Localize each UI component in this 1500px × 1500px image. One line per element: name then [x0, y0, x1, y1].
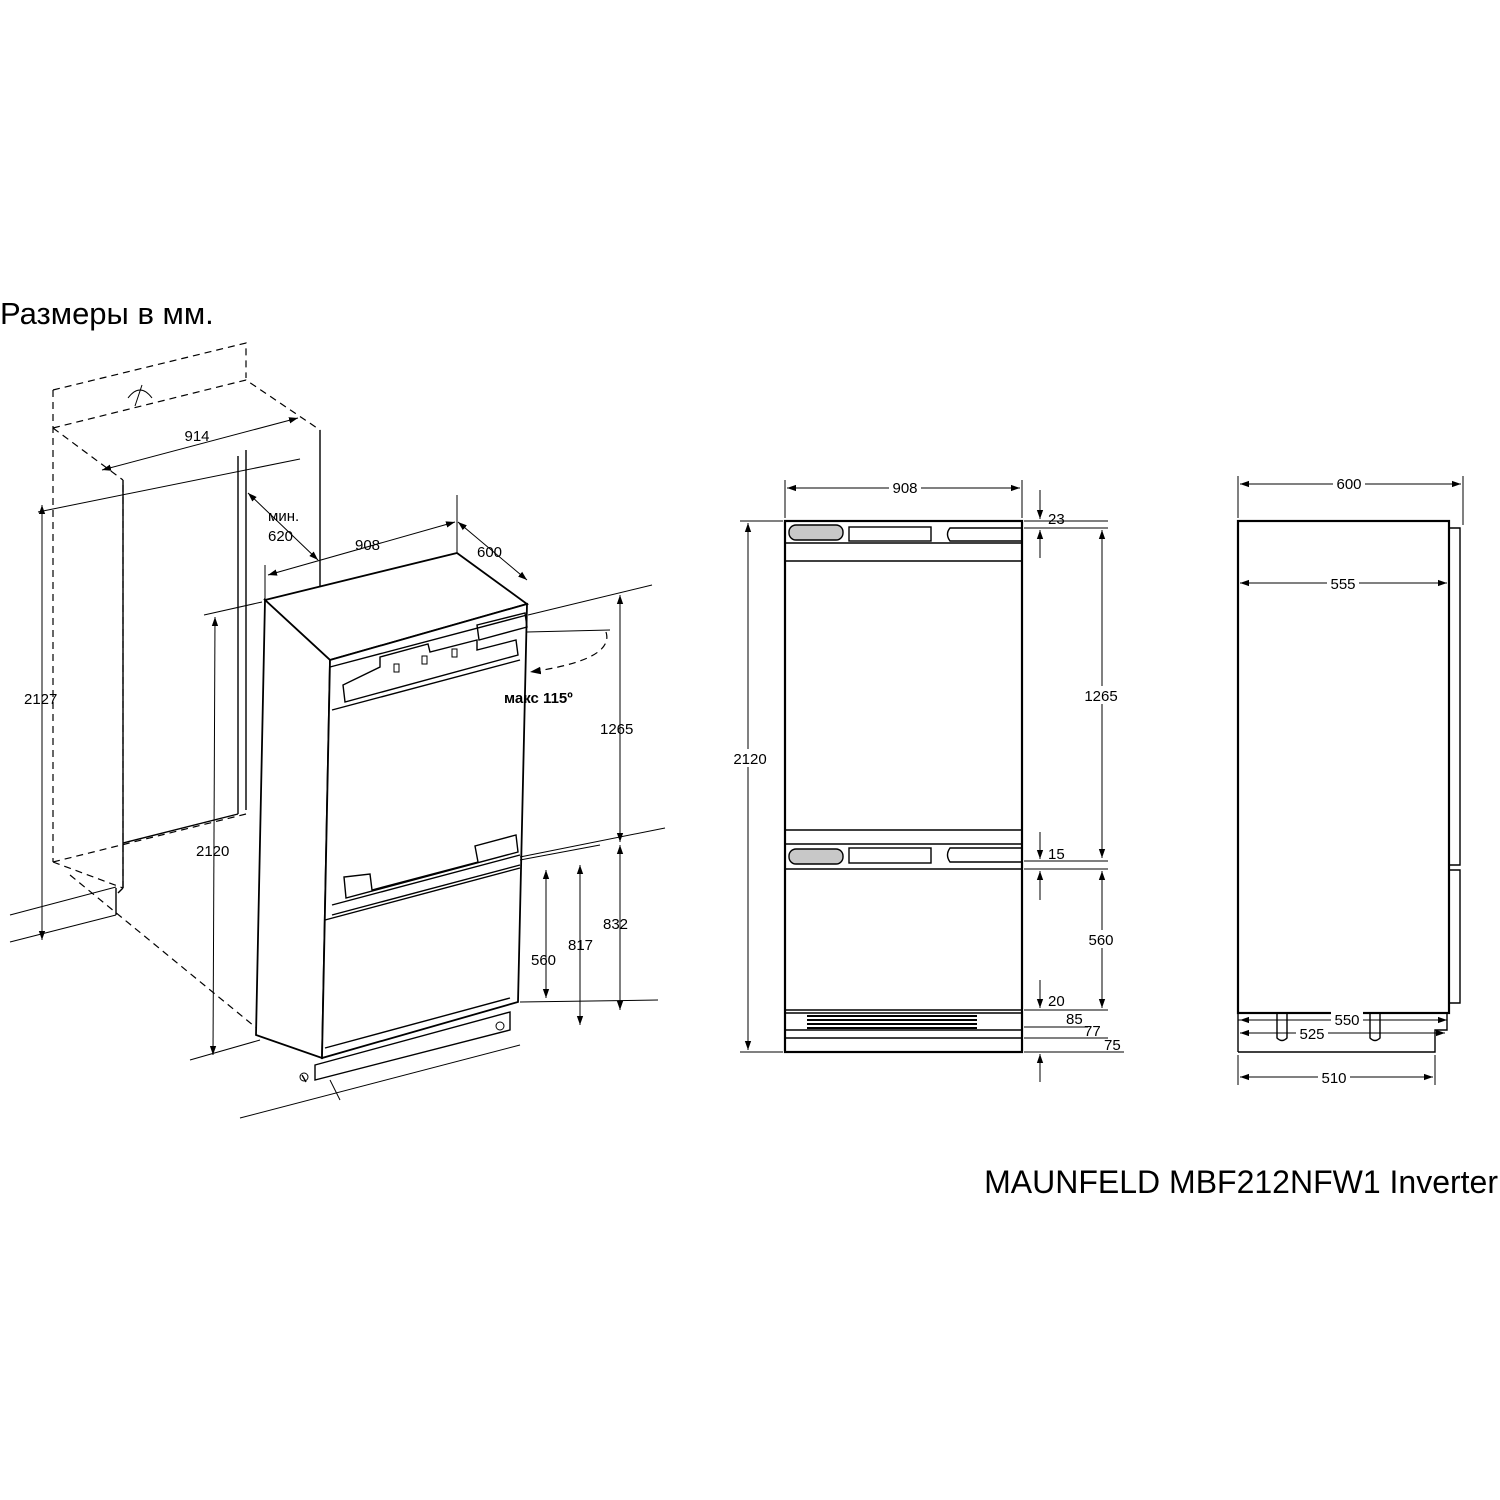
dim-side-600: 600	[1336, 476, 1361, 493]
dim-min-label: мин.	[268, 508, 299, 525]
door-swing: макс 115º	[504, 629, 611, 707]
niche-outline	[52, 342, 321, 1036]
dim-front-75: 75	[1104, 1037, 1121, 1054]
dim-front-20: 20	[1048, 993, 1065, 1010]
dim-front-23: 23	[1048, 511, 1065, 528]
appliance-body	[255, 552, 530, 1083]
model-caption: MAUNFELD MBF212NFW1 Inverter	[984, 1164, 1498, 1200]
dim-2127: 2127	[24, 691, 57, 708]
dim-iso-908: 908	[355, 537, 380, 554]
dim-front-908: 908	[892, 480, 917, 497]
dim-iso-2120: 2120	[196, 843, 229, 860]
dim-front-15: 15	[1048, 846, 1065, 863]
dim-iso-832: 832	[603, 916, 628, 933]
dim-front-1265: 1265	[1084, 688, 1117, 705]
side-outline	[1236, 519, 1451, 1015]
dim-side-550: 550	[1334, 1012, 1359, 1029]
iso-view: 914 2127 мин. 620	[9, 342, 666, 1119]
side-feet	[1276, 1013, 1381, 1042]
upper-handle-recess	[788, 524, 844, 541]
dim-914: 914	[184, 428, 209, 445]
dim-max-angle: макс 115º	[504, 690, 573, 707]
side-view: 600 555 550 525 510	[1236, 474, 1464, 1087]
lower-handle-recess	[788, 848, 844, 865]
front-outline	[783, 519, 1024, 1054]
dim-side-555: 555	[1330, 576, 1355, 593]
dim-front-2120: 2120	[733, 751, 766, 768]
dim-iso-817: 817	[568, 937, 593, 954]
dim-iso-560: 560	[531, 952, 556, 969]
dim-620: 620	[268, 528, 293, 545]
dim-front-560: 560	[1088, 932, 1113, 949]
dim-side-525: 525	[1299, 1026, 1324, 1043]
dim-front-77: 77	[1084, 1023, 1101, 1040]
dim-iso-1265: 1265	[600, 721, 633, 738]
page-title: Размеры в мм.	[0, 296, 214, 331]
dim-front-85: 85	[1066, 1011, 1083, 1028]
dim-iso-600: 600	[477, 544, 502, 561]
front-view: 908 2120 23 1265 15 560 20 85 77 75	[730, 478, 1124, 1082]
dim-side-510: 510	[1321, 1070, 1346, 1087]
vent-grille	[807, 1015, 977, 1029]
appliance-dimensions: 908 600 2120 1265 832 817 560	[189, 495, 666, 1119]
